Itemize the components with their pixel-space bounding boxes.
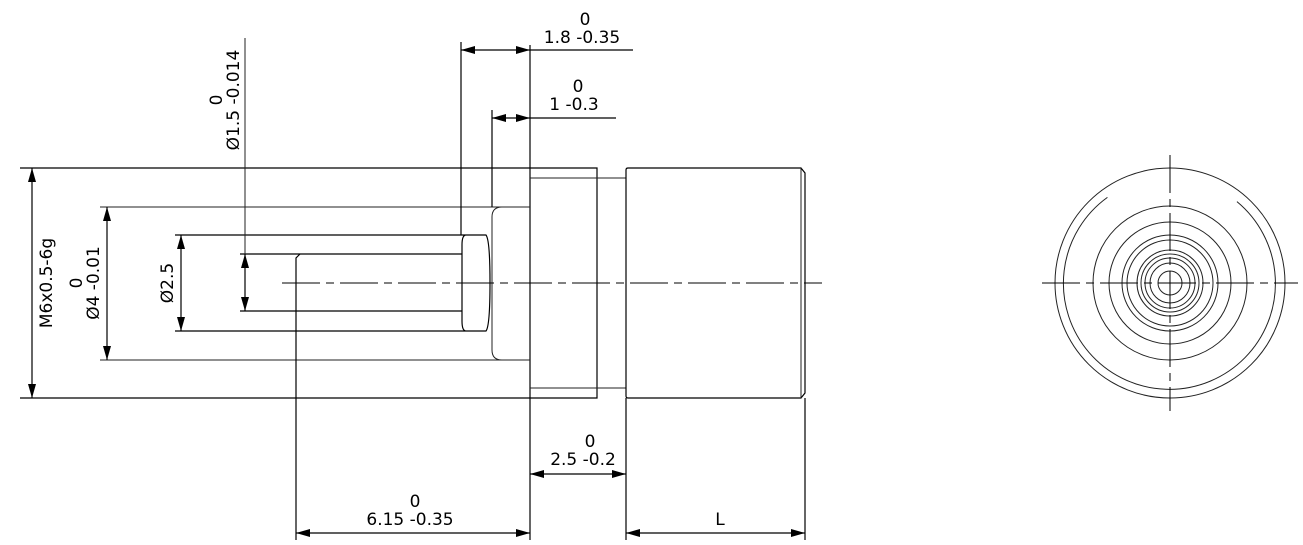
end-view: [1042, 155, 1298, 411]
len-1-label: 1 -0.3: [549, 95, 598, 115]
pin-chamfer: [295, 253, 301, 311]
thread-label: M6x0.5-6g: [37, 238, 57, 328]
end-view-circle: [1140, 253, 1200, 313]
dia-4-label: Ø4 -0.01: [84, 246, 104, 320]
len-1-tolerance: 0: [573, 77, 584, 97]
len-L-label: L: [715, 510, 725, 530]
len-2-5-tolerance: 0: [585, 432, 596, 452]
len-2-5-label: 2.5 -0.2: [550, 450, 616, 470]
side-view: M6x0.5-6g 0 Ø4 -0.01 Ø2.5 0 Ø1.5 -0.014 …: [20, 10, 822, 540]
len-1-8-tolerance: 0: [580, 10, 591, 30]
dia-1-5-label: Ø1.5 -0.014: [224, 50, 244, 151]
pin-outline: [240, 253, 462, 312]
len-6-15-label: 6.15 -0.35: [366, 510, 453, 530]
len-1-8-label: 1.8 -0.35: [544, 28, 620, 48]
dia-2-5-label: Ø2.5: [158, 263, 178, 303]
head-outline: [625, 167, 806, 399]
len-6-15-tolerance: 0: [410, 492, 421, 512]
dia-1-5-tolerance: 0: [207, 95, 227, 106]
thread-arc: [1062, 196, 1276, 390]
dia-4-tolerance: 0: [67, 278, 87, 289]
